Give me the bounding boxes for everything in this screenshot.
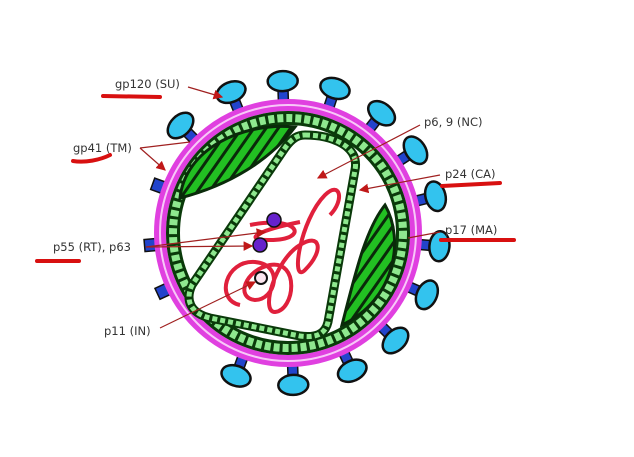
label-p11: p11 (IN) [104,324,151,338]
gp120-knob [381,326,410,355]
rna-strand-2 [249,220,301,243]
matrix-dots [169,114,407,352]
label-p17: p17 (MA) [445,223,497,237]
arrow-p55-a [145,228,267,248]
underline-gp41 [71,153,112,164]
gp120-knob [215,79,247,105]
arrow-gp120 [187,86,224,100]
arrow-gp41-b [139,147,166,171]
underline-p24 [440,181,502,188]
membrane-inner-line [159,104,417,362]
gp120-knob [220,363,252,388]
underline-gp120 [101,94,162,99]
arrow-p24 [358,174,441,194]
integrase [254,271,268,285]
arrow-p69 [316,124,421,179]
gp120-knob [319,76,351,101]
arrow-p11 [159,281,257,329]
gp120-knob [367,99,397,127]
reverse-transcriptase-1 [266,212,282,228]
arrow-p55-b [145,241,254,251]
arrow-gp41-a [139,141,191,149]
capsid-dots [186,132,358,340]
label-p69: p6, 9 (NC) [424,115,483,129]
rna-strand [223,187,341,315]
gp120-knob [166,111,195,140]
gp120-knob [277,373,310,397]
gp120-knob [423,180,448,213]
reverse-transcriptase-2 [252,237,268,253]
gp120-knob [414,279,440,311]
label-p24: p24 (CA) [445,167,495,181]
label-gp41: gp41 (TM) [73,141,132,155]
arrow-p17 [407,231,441,239]
label-p55: p55 (RT), p63 [53,240,131,254]
gp120-knob [336,358,368,384]
label-gp120: gp120 (SU) [115,77,180,91]
gp120-knob [402,135,429,166]
gp120-knob [266,69,299,93]
lateral-body-right [339,202,397,328]
lateral-body-left [178,124,298,200]
